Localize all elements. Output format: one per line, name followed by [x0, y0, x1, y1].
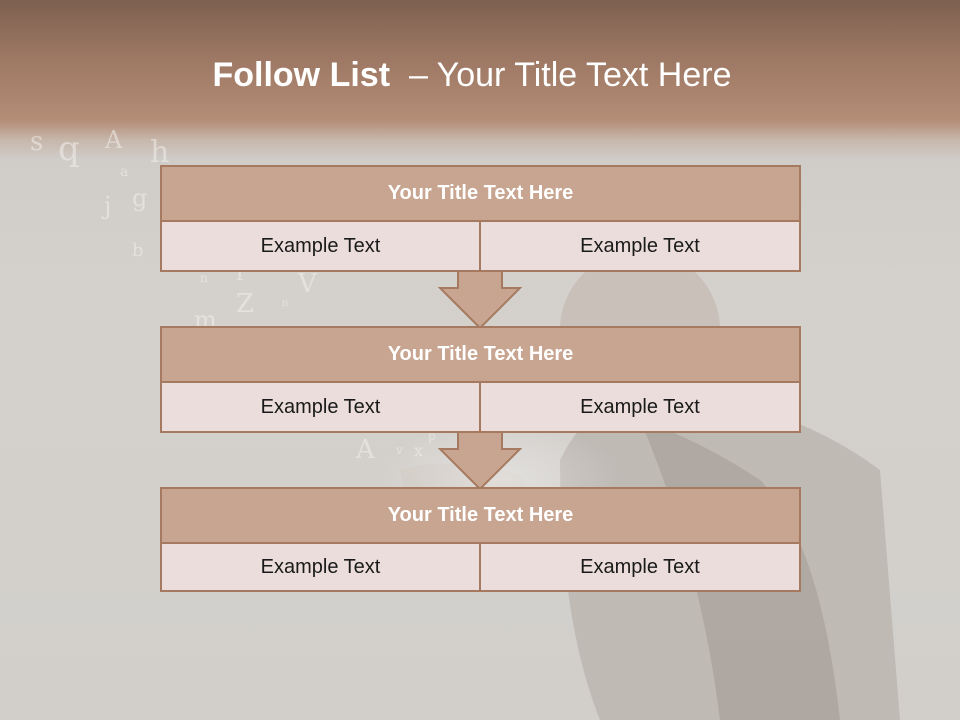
- slide-title: Follow List – Your Title Text Here: [0, 52, 944, 98]
- block-cell-right: Example Text: [479, 222, 801, 272]
- svg-text:b: b: [132, 240, 144, 261]
- slide-title-bold: Follow List: [212, 56, 391, 94]
- block-cell-right: Example Text: [479, 544, 801, 592]
- block-cell-left: Example Text: [160, 544, 481, 592]
- svg-text:V: V: [297, 269, 318, 299]
- block-title: Your Title Text Here: [160, 326, 801, 383]
- block-cell-right: Example Text: [479, 383, 801, 433]
- svg-text:s: s: [30, 127, 43, 157]
- slide-title-rest: – Your Title Text Here: [408, 56, 732, 94]
- svg-text:A: A: [355, 435, 376, 465]
- down-arrow-icon: [438, 431, 522, 491]
- svg-text:v: v: [395, 443, 403, 457]
- list-block-2: Your Title Text Here Example Text Exampl…: [160, 326, 801, 433]
- svg-text:r: r: [236, 261, 247, 286]
- svg-text:p: p: [428, 429, 436, 443]
- block-title: Your Title Text Here: [160, 487, 801, 544]
- header-band: [0, 0, 960, 160]
- list-block-1: Your Title Text Here Example Text Exampl…: [160, 165, 801, 272]
- svg-text:h: h: [150, 135, 169, 170]
- block-cell-left: Example Text: [160, 222, 481, 272]
- svg-text:j: j: [101, 192, 111, 220]
- svg-text:q: q: [58, 129, 80, 169]
- svg-text:x: x: [414, 441, 423, 460]
- svg-text:a: a: [120, 164, 128, 180]
- block-title: Your Title Text Here: [160, 165, 801, 222]
- svg-text:A: A: [104, 126, 123, 154]
- svg-text:Z: Z: [236, 289, 254, 319]
- svg-text:g: g: [132, 184, 147, 212]
- down-arrow-icon: [438, 270, 522, 330]
- svg-text:n: n: [200, 271, 208, 285]
- block-cell-left: Example Text: [160, 383, 481, 433]
- list-block-3: Your Title Text Here Example Text Exampl…: [160, 487, 801, 592]
- svg-text:n: n: [282, 298, 289, 309]
